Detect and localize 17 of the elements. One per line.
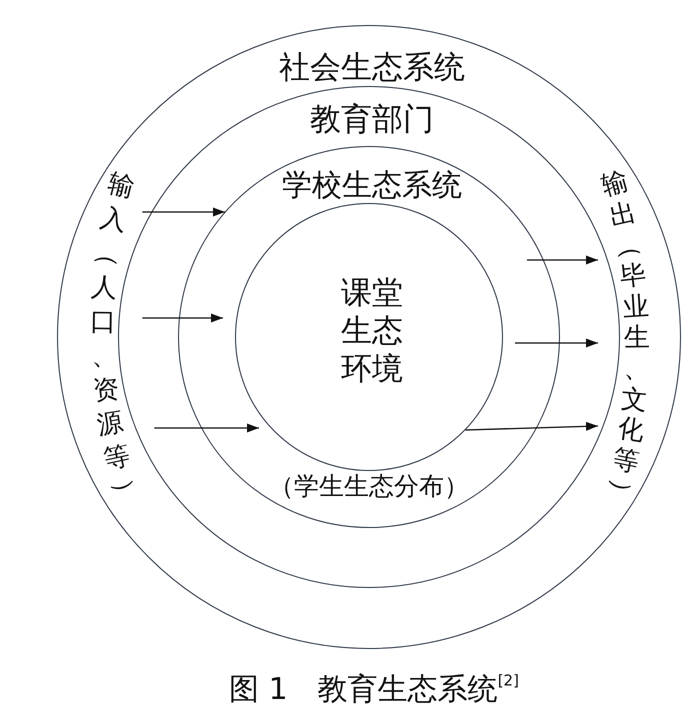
classroom-circle bbox=[235, 203, 503, 471]
society-circle bbox=[57, 25, 681, 649]
layer-title: 学校生态系统 bbox=[282, 171, 462, 201]
arrow bbox=[515, 338, 598, 348]
arrow bbox=[142, 208, 225, 216]
center-title: 课堂生态环境 bbox=[340, 274, 404, 388]
output-label: 输出（毕业生、文化等） bbox=[598, 167, 654, 509]
layer-title: 社会生态系统 bbox=[279, 52, 465, 84]
input-label: 输入（人口、资源等） bbox=[86, 169, 142, 509]
arrow bbox=[527, 256, 598, 264]
arrow bbox=[142, 314, 223, 322]
arrow bbox=[465, 422, 598, 431]
figure-caption: 图 1 教育生态系统$^{[2]}$ bbox=[229, 675, 519, 705]
school-circle bbox=[178, 146, 560, 528]
layer-subtitle: （学生生态分布） bbox=[269, 474, 469, 498]
layer-title: 教育部门 bbox=[310, 104, 434, 136]
arrow bbox=[154, 424, 259, 432]
